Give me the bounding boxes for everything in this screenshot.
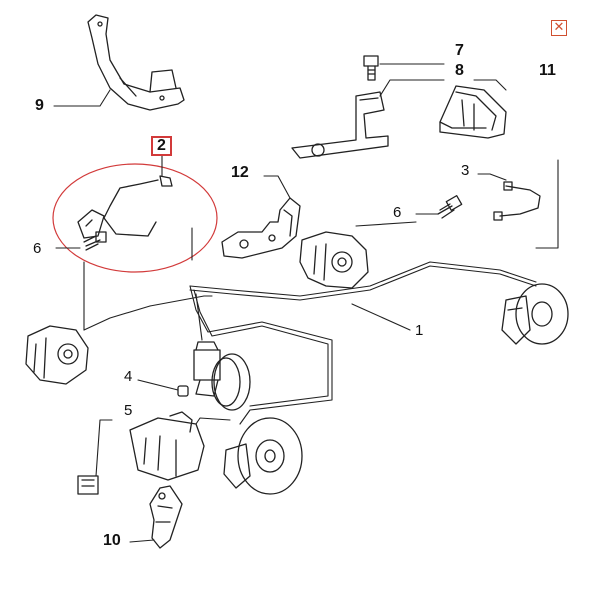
brake-disc-rear-right[interactable] <box>501 283 569 345</box>
callout-12[interactable]: 12 <box>231 164 249 181</box>
callout-3[interactable]: 3 <box>461 162 470 179</box>
leader-lines <box>53 63 559 543</box>
brake-disc-front-left[interactable] <box>223 417 303 495</box>
abs-control-unit[interactable] <box>129 411 205 481</box>
brake-pipe-routing <box>83 261 537 425</box>
bracket-part-9[interactable] <box>87 14 185 111</box>
brake-booster[interactable] <box>193 341 251 411</box>
callout-9[interactable]: 9 <box>35 97 44 114</box>
connector-part-5[interactable] <box>77 475 99 495</box>
bolt-part-7[interactable] <box>363 55 379 81</box>
callout-1[interactable]: 1 <box>415 322 424 339</box>
brake-caliper-front-right[interactable] <box>299 231 369 289</box>
callout-6-right[interactable]: 6 <box>393 204 402 221</box>
callout-6-left[interactable]: 6 <box>33 240 42 257</box>
abs-sensor-part-2[interactable] <box>52 163 218 273</box>
pipe-part-3[interactable] <box>493 181 541 221</box>
mount-part-11[interactable] <box>439 85 507 139</box>
cap-part-4[interactable] <box>177 385 189 397</box>
brake-caliper-left[interactable] <box>25 325 89 385</box>
callout-8[interactable]: 8 <box>455 62 464 79</box>
callout-4[interactable]: 4 <box>124 368 133 385</box>
close-icon[interactable]: ✕ <box>551 20 567 36</box>
callout-10[interactable]: 10 <box>103 532 121 549</box>
callout-2-selected[interactable]: 2 <box>151 136 172 156</box>
callout-11[interactable]: 11 <box>539 62 556 79</box>
screw-part-6-right[interactable] <box>437 195 463 219</box>
bracket-part-10[interactable] <box>149 485 183 549</box>
clip-part-12[interactable] <box>221 197 301 259</box>
callout-5[interactable]: 5 <box>124 402 133 419</box>
plate-part-8[interactable] <box>291 91 389 159</box>
screw-part-6-left[interactable] <box>83 231 107 251</box>
callout-7[interactable]: 7 <box>455 42 464 59</box>
